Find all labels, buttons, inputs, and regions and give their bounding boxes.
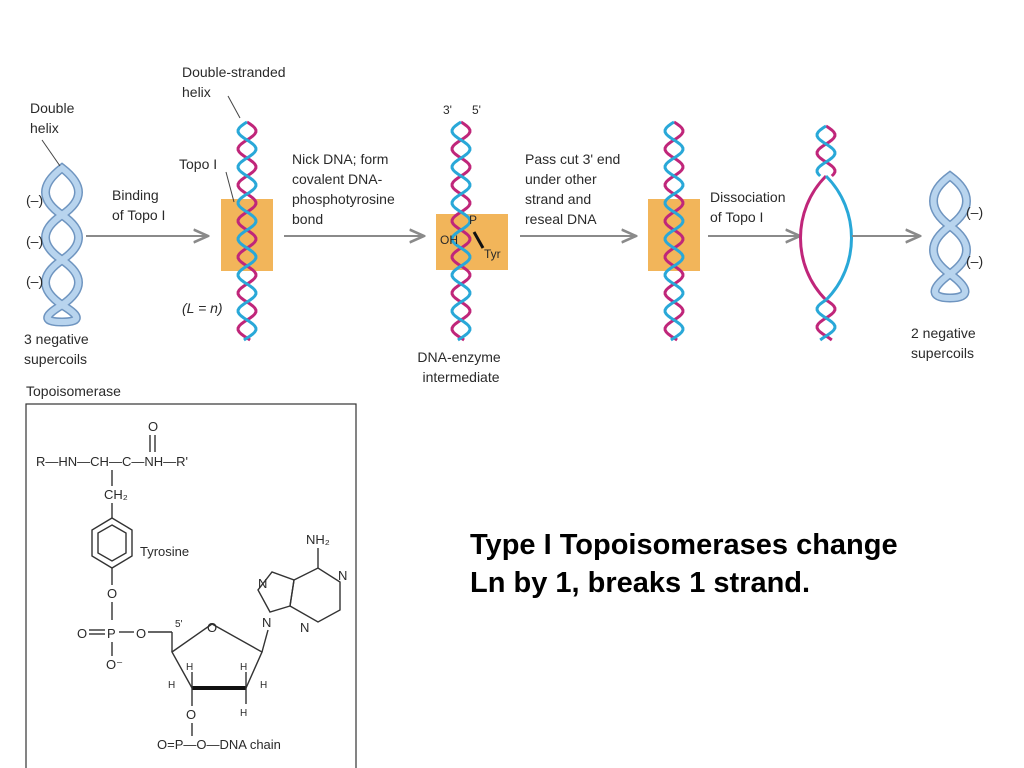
hydrogen-2: H <box>240 662 247 673</box>
three-prime-label: 3' <box>443 103 452 117</box>
negative-mark-left: (–) <box>26 233 43 249</box>
negative-mark-right: (–) <box>966 204 983 220</box>
pass-cut-label: Pass cut 3' end under other strand and r… <box>525 151 624 227</box>
double-stranded-pointer <box>227 95 241 119</box>
bridge-oxygen: O <box>136 626 146 641</box>
dna-strand-loop <box>824 174 853 302</box>
resealed-helix-with-topo-i <box>663 120 685 342</box>
left-supercoil-fill <box>42 164 82 326</box>
chemical-structure: R—HN—CH—C—NH—R' O CH₂ Tyrosine O O P O O… <box>36 419 347 752</box>
hydrogen-4: H <box>260 680 267 691</box>
negative-mark-left: (–) <box>26 192 43 208</box>
linking-number-label: (L = n) <box>182 300 223 316</box>
dna-strand <box>236 120 258 342</box>
adenine-n9: N <box>262 615 271 630</box>
topo-i-enzyme-2 <box>436 214 508 270</box>
dna-strand <box>815 124 837 178</box>
topo-i-enzyme-1 <box>221 199 273 271</box>
dna-enzyme-intermediate-helix <box>450 120 472 342</box>
right-supercoil <box>929 170 971 303</box>
double-helix-label: Double helix <box>30 100 78 136</box>
phosphate-label: P <box>469 213 477 227</box>
ch2-group: CH₂ <box>104 487 128 502</box>
relaxed-helix <box>799 124 853 342</box>
oh-label: OH <box>440 233 458 247</box>
topo-i-pointer <box>225 171 235 203</box>
hydrogen-5: H <box>240 708 247 719</box>
hydrogen-1: H <box>186 662 193 673</box>
dna-strand <box>815 124 837 178</box>
negative-mark-left: (–) <box>26 273 43 289</box>
binding-label: Binding of Topo I <box>112 187 165 223</box>
two-supercoils-label: 2 negative supercoils <box>911 325 980 361</box>
three-supercoils-label: 3 negative supercoils <box>24 331 93 367</box>
intermediate-label: DNA-enzyme intermediate <box>417 349 504 385</box>
adenine-n1: N <box>338 568 347 583</box>
caption-text: Type I Topoisomerases change Ln by 1, br… <box>470 526 990 602</box>
nick-label: Nick DNA; form covalent DNA- phosphotyro… <box>292 151 399 227</box>
caption-line-2: Ln by 1, breaks 1 strand. <box>470 567 811 599</box>
phosphorus-1: P <box>107 626 116 641</box>
adenine-nh2: NH₂ <box>306 532 330 547</box>
dna-strand <box>815 298 837 342</box>
three-prime-oxygen: O <box>186 707 196 722</box>
double-stranded-label: Double-stranded helix <box>182 64 289 100</box>
tyr-label: Tyr <box>484 247 501 261</box>
phosphate-oxygen-left: O <box>77 626 87 641</box>
peptide-backbone: R—HN—CH—C—NH—R' <box>36 454 188 469</box>
topoisomerase-label: Topoisomerase <box>26 383 121 399</box>
tyrosine-label: Tyrosine <box>140 544 189 559</box>
tyrosine-oxygen: O <box>107 586 117 601</box>
left-supercoil <box>41 162 83 327</box>
topo-i-enzyme-3 <box>648 199 700 271</box>
helix-with-topo-i <box>236 120 258 342</box>
adenine-n3: N <box>300 620 309 635</box>
dna-strand <box>663 120 685 342</box>
oxygen-minus: O⁻ <box>106 657 123 672</box>
dna-strand <box>450 120 472 342</box>
adenine-n7: N <box>258 576 267 591</box>
carbonyl-oxygen: O <box>148 419 158 434</box>
dna-strand <box>815 298 837 342</box>
five-prime-label: 5' <box>472 103 481 117</box>
negative-mark-right: (–) <box>966 253 983 269</box>
dna-chain-phosphate: O=P—O—DNA chain <box>157 737 281 752</box>
hydrogen-3: H <box>168 680 175 691</box>
five-prime-carbon: 5' <box>175 619 183 630</box>
caption-line-1: Type I Topoisomerases change <box>470 529 898 561</box>
dna-strand-loop <box>799 174 828 302</box>
topo-i-label: Topo I <box>179 156 217 172</box>
phosphotyrosine-bond <box>472 231 485 249</box>
dissociation-label: Dissociation of Topo I <box>710 189 789 225</box>
ring-oxygen: O <box>207 620 217 635</box>
double-helix-pointer <box>41 139 61 167</box>
topoisomerase-box <box>25 403 357 768</box>
